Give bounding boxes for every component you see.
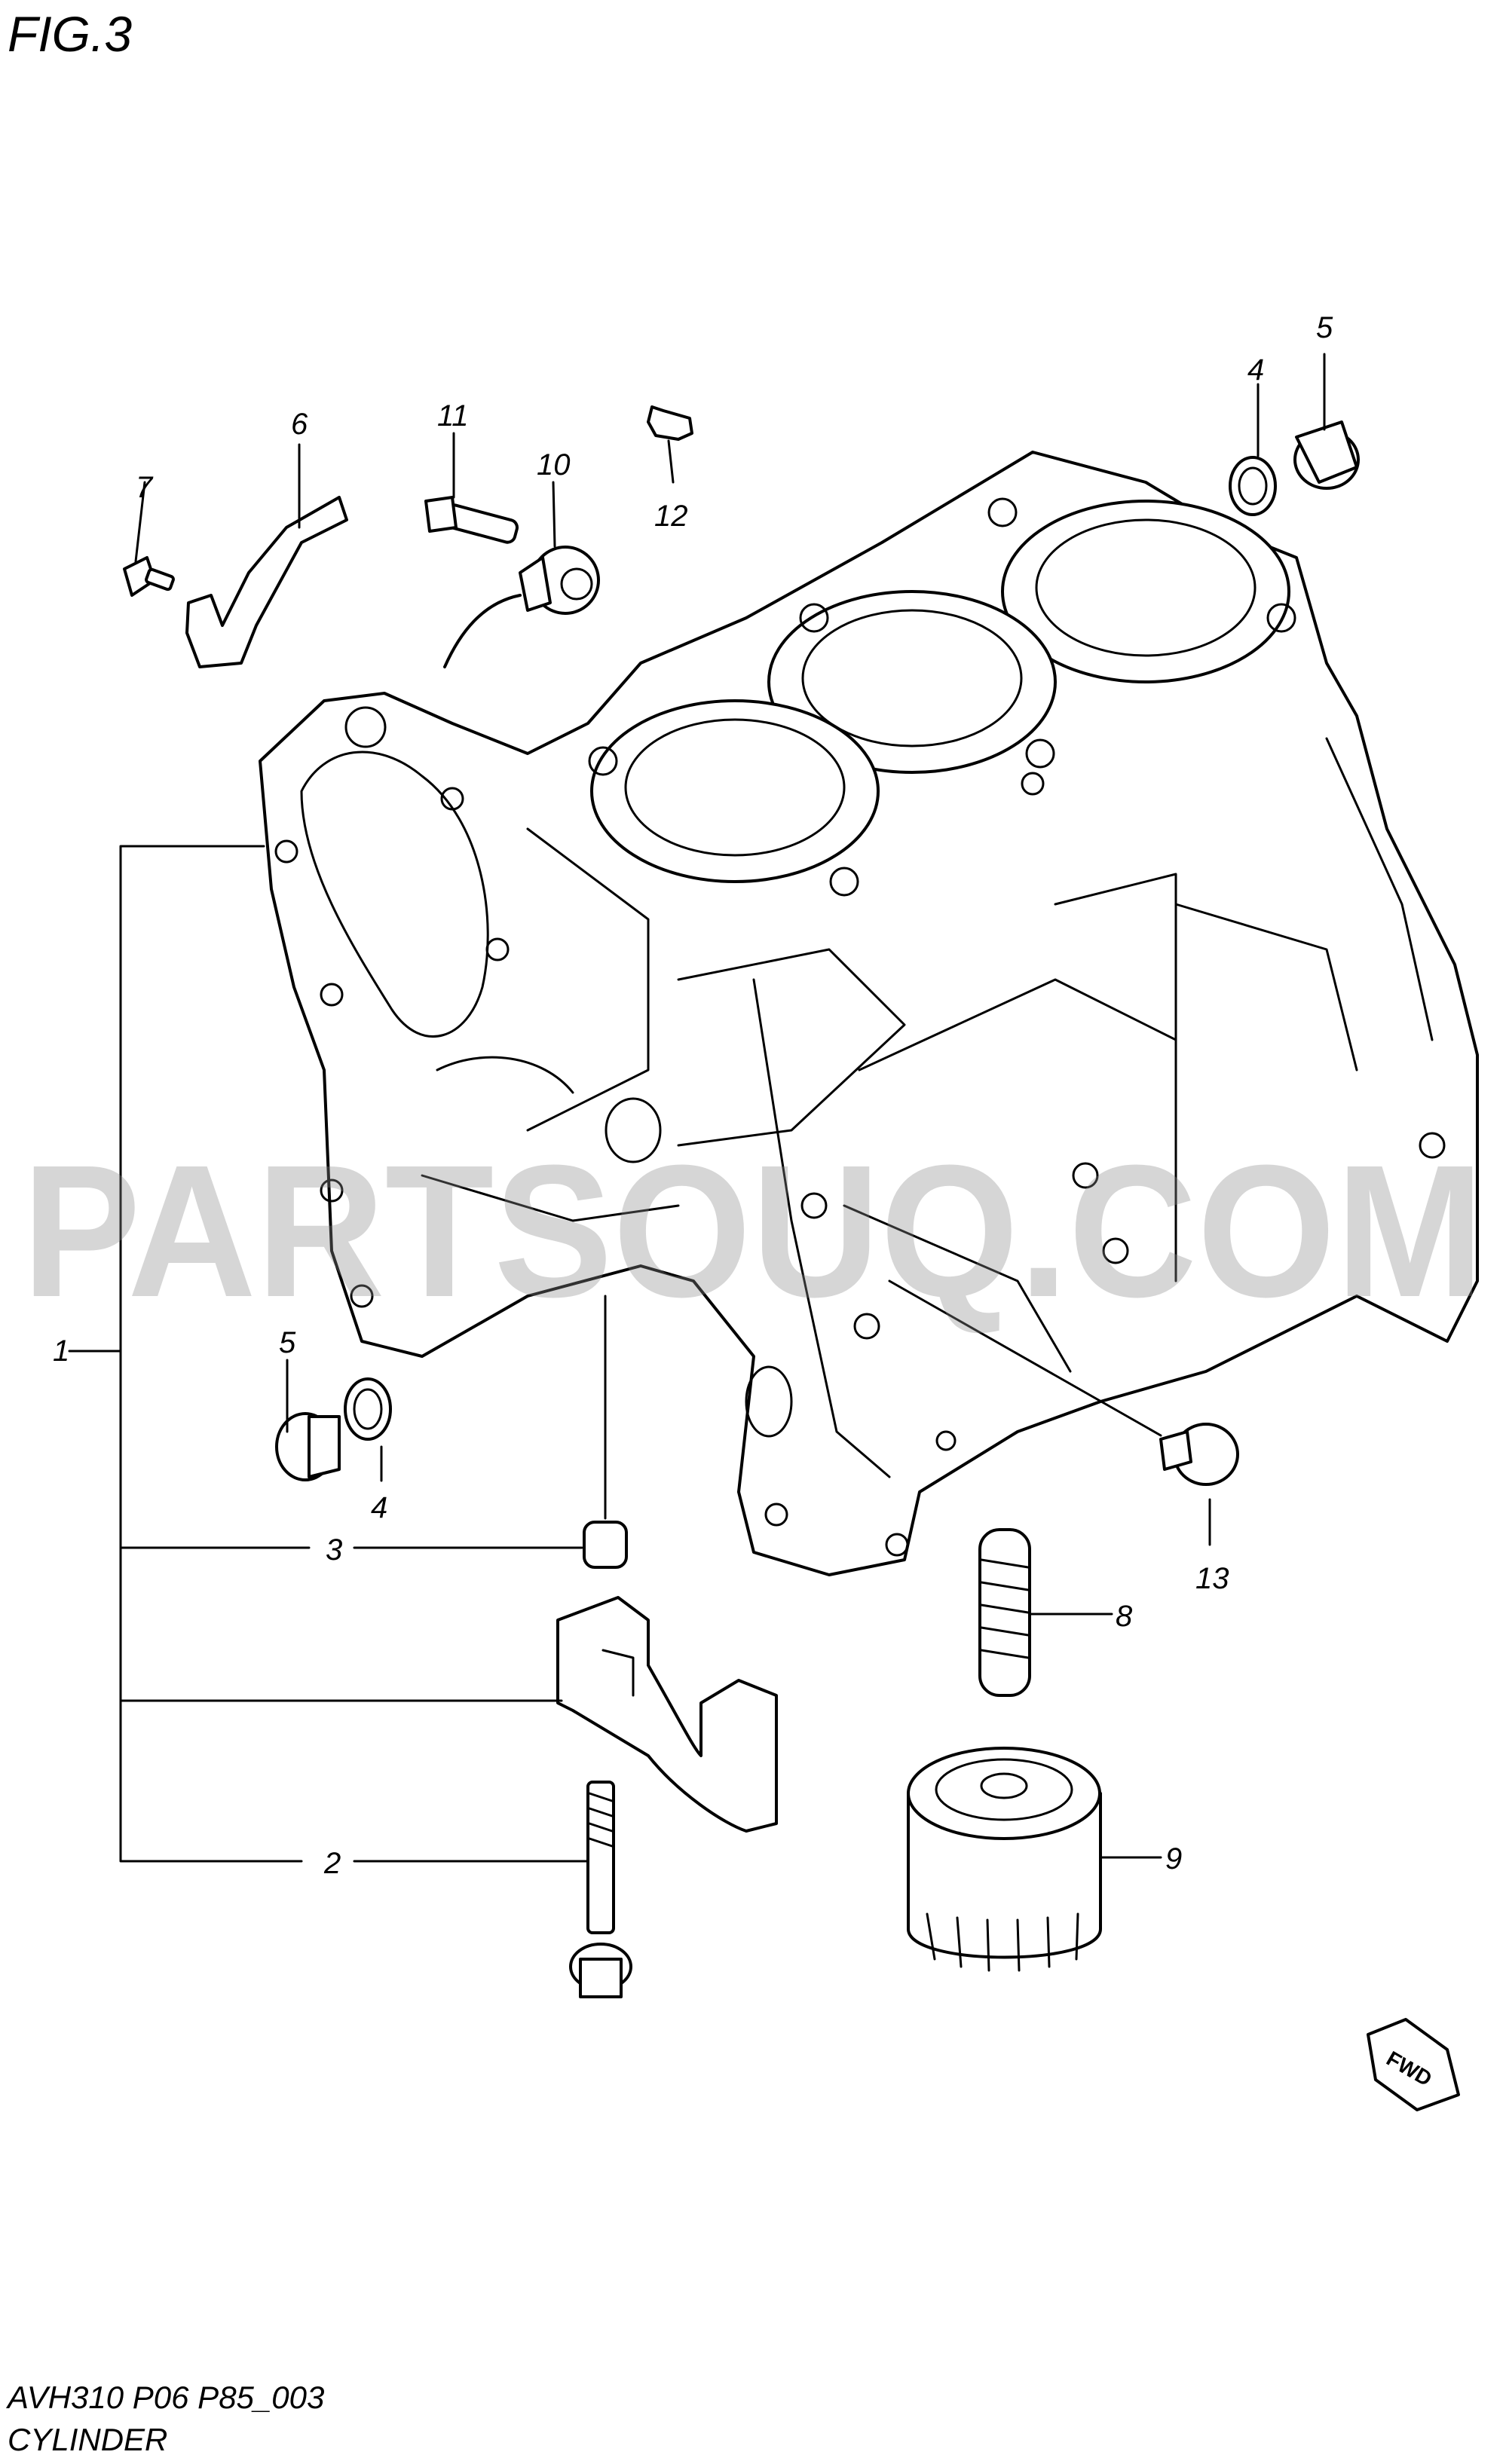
- fwd-direction-badge: FWD: [1367, 2018, 1460, 2111]
- callout-9: 9: [1165, 1842, 1182, 1876]
- part-knock-sensor-10: [443, 546, 600, 668]
- watermark: PARTSOUQ.COM: [22, 1126, 1484, 1336]
- callout-4-right: 4: [1247, 353, 1264, 387]
- part-dowel-3: [583, 1521, 628, 1569]
- callout-4-left: 4: [371, 1491, 387, 1524]
- callout-3: 3: [326, 1533, 342, 1567]
- part-plug-5-left: [275, 1412, 341, 1481]
- part-bolt-11: [424, 496, 519, 544]
- callout-12: 12: [654, 500, 688, 533]
- part-stud-8: [978, 1528, 1031, 1697]
- part-clip-12: [647, 405, 693, 441]
- part-oil-filter-9: [907, 1747, 1102, 1972]
- callout-1: 1: [53, 1334, 69, 1368]
- callout-2: 2: [323, 1847, 341, 1880]
- part-bolt-7: [123, 556, 175, 597]
- cylinder-block: [259, 451, 1479, 1576]
- part-bolt-2: [569, 1781, 632, 1998]
- callout-5-right: 5: [1316, 311, 1333, 344]
- part-bolt-13: [1159, 1423, 1239, 1486]
- figure-title: FIG.3: [8, 6, 132, 62]
- callout-11: 11: [437, 399, 469, 433]
- part-plug-5-right: [1293, 420, 1360, 490]
- part-bearing-cap: [556, 1596, 778, 1833]
- diagram-name: CYLINDER: [8, 2422, 167, 2457]
- part-washer-4-left: [344, 1377, 392, 1441]
- callout-5-left: 5: [279, 1326, 296, 1359]
- diagram-code: AVH310 P06 P85_003: [5, 2380, 324, 2415]
- callout-7: 7: [136, 471, 154, 504]
- callout-8: 8: [1116, 1600, 1133, 1633]
- callout-6: 6: [291, 408, 308, 441]
- callout-labels: 1 2 3 4 4 5 5 6 7 8 9 10 11 12 13: [53, 311, 1333, 1880]
- callout-13: 13: [1195, 1562, 1229, 1595]
- part-bracket-6: [185, 496, 348, 668]
- leader-lines: [68, 353, 1326, 1863]
- part-washer-4-right: [1229, 456, 1277, 516]
- callout-10: 10: [537, 448, 571, 481]
